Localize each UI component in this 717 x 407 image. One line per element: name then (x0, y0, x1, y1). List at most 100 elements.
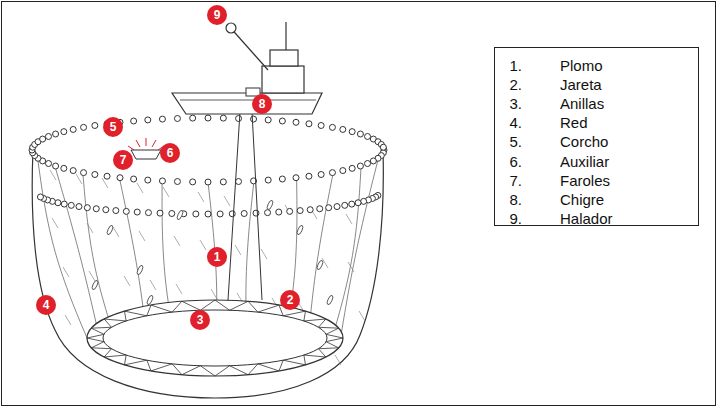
cork-float (134, 209, 140, 215)
boat-cabin (262, 66, 304, 93)
net-hatch (198, 192, 204, 202)
fish (266, 200, 274, 211)
fish (176, 210, 184, 221)
net-hatch (261, 249, 267, 259)
cork-float (253, 210, 259, 216)
callout-number: 1 (207, 247, 227, 267)
net-hatch (235, 245, 241, 255)
cork-float (205, 115, 211, 121)
net-hatch (113, 227, 119, 237)
cork-float (81, 124, 87, 130)
cork-float (45, 161, 51, 167)
cork-float (241, 211, 247, 217)
cork-float (276, 209, 282, 215)
net-hatch (346, 214, 352, 224)
purse-ring (87, 300, 343, 376)
net-hatch (359, 311, 365, 321)
net-hatch (335, 355, 341, 365)
legend-number: 5. (492, 132, 522, 151)
cork-float (145, 117, 151, 123)
cork-float (157, 210, 163, 216)
net-hatch (63, 267, 69, 277)
cork-float (317, 206, 323, 212)
net-fold (339, 158, 378, 347)
cork-float (279, 118, 285, 124)
cork-float (293, 175, 299, 181)
cork-float (84, 205, 90, 211)
cork-float (318, 172, 324, 178)
cork-float (159, 116, 165, 122)
callout-number: 9 (207, 5, 227, 25)
cork-float (217, 211, 223, 217)
cork-float (169, 211, 175, 217)
power-block (226, 23, 236, 33)
callout-number: 6 (160, 143, 180, 163)
cork-float (265, 117, 271, 123)
legend-term: Auxiliar (560, 152, 609, 171)
callout-number: 8 (252, 94, 272, 114)
cork-float (287, 208, 293, 214)
lamp-ray (128, 146, 134, 150)
net-hatch (76, 174, 82, 184)
cork-float (349, 165, 355, 171)
net-hatch (89, 271, 95, 281)
skiff (131, 150, 161, 159)
callout-number: 3 (190, 310, 210, 330)
net-hatch (50, 170, 56, 180)
callout-number: 4 (36, 295, 56, 315)
net-hatch (163, 187, 169, 197)
cork-float (159, 178, 165, 184)
net-hatch (224, 196, 230, 206)
cork-float (307, 207, 313, 213)
fish-school (91, 200, 334, 306)
cork-float (131, 118, 137, 124)
cork-float (357, 163, 363, 169)
net-hatch (200, 240, 206, 250)
cork-float (205, 211, 211, 217)
legend-number: 3. (492, 94, 522, 113)
cork-float (117, 175, 123, 181)
cork-float (220, 179, 226, 185)
net-hatch (65, 315, 71, 325)
cork-float (329, 170, 335, 176)
cork-float (326, 205, 332, 211)
net-hatch (348, 262, 354, 272)
cork-float (93, 206, 99, 212)
legend-number: 9. (492, 209, 522, 228)
fish (146, 295, 154, 306)
net-hatch (176, 284, 182, 294)
cork-float (61, 201, 67, 207)
purse-line (228, 112, 240, 300)
callout-number: 2 (280, 290, 300, 310)
net-hatch (124, 276, 130, 286)
net-fold (38, 158, 91, 347)
lamp-ray (146, 138, 147, 146)
ring-inner (103, 310, 327, 366)
ring-outer (87, 300, 343, 376)
fish (296, 225, 304, 236)
boat-deck (180, 100, 316, 101)
cork-float (357, 131, 363, 137)
net-hatch (174, 236, 180, 246)
fish (136, 265, 144, 276)
legend-box (495, 48, 699, 226)
cork-float (265, 210, 271, 216)
cork-float (81, 170, 87, 176)
cork-float (92, 122, 98, 128)
boat-mast (285, 22, 286, 50)
boat-bridge (270, 50, 298, 66)
legend-number: 1. (492, 56, 522, 75)
cork-float (193, 211, 199, 217)
cork-float (53, 163, 59, 169)
cork-float (174, 179, 180, 185)
cork-float (349, 201, 355, 207)
net-hatch (150, 280, 156, 290)
cork-float (306, 173, 312, 179)
cork-float (342, 202, 348, 208)
cork-float (76, 204, 82, 210)
cork-float (55, 200, 61, 206)
cork-float (174, 115, 180, 121)
cork-float (318, 122, 324, 128)
cork-line (29, 115, 387, 217)
